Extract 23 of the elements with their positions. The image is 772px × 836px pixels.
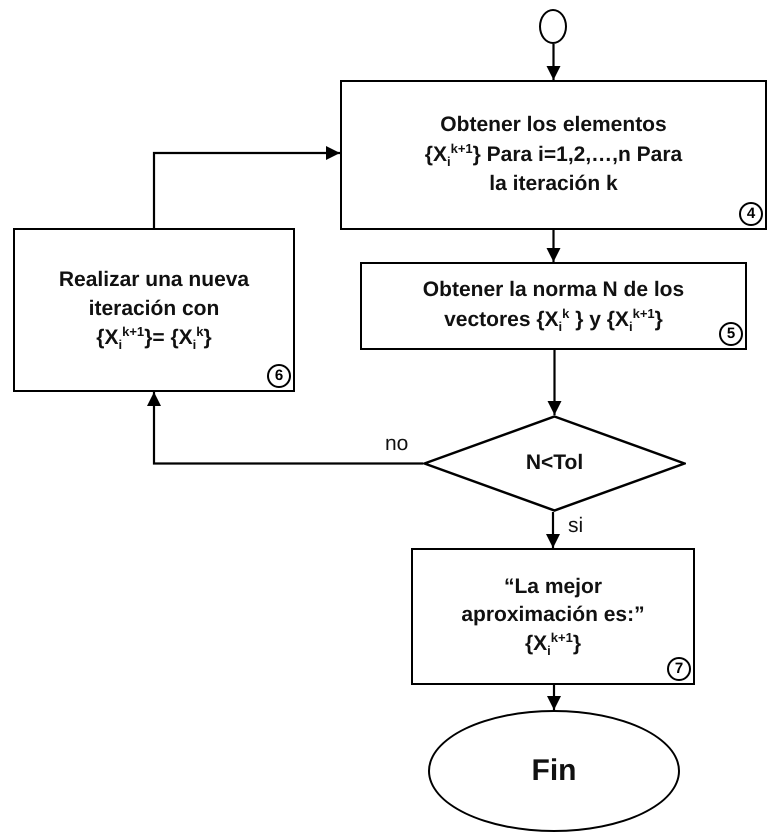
step-text: “La mejor aproximación es:” {X$_{i}$$^{k+1}$} — [460, 574, 646, 660]
arrow — [547, 685, 561, 710]
step-number: 6 — [267, 364, 291, 388]
arrow — [147, 392, 423, 465]
process-box — [411, 548, 695, 685]
step-number: 7 — [667, 657, 691, 681]
process-box — [360, 262, 747, 350]
step-text: Realizar una nueva iteración con {X$_{i}$$^{k+1}$}= {X$_{i}$$^{k}$} — [58, 267, 250, 354]
arrow — [546, 512, 560, 548]
process-box — [13, 228, 295, 392]
step-number: 5 — [719, 322, 743, 346]
arrow — [546, 230, 560, 262]
step-text: Obtener la norma N de los vectores {X$_{i}$$^{k}$ } y {X$_{i}$$^{k+1}$} — [422, 277, 686, 336]
arrow — [546, 44, 560, 80]
arrow — [152, 146, 340, 228]
step-number: 4 — [739, 202, 763, 226]
condition-text: N<Tol — [526, 450, 584, 476]
decision-diamond — [423, 415, 686, 512]
process-box — [340, 80, 767, 230]
arrow — [548, 350, 562, 415]
start-circle — [539, 9, 567, 44]
terminal-label: Fin — [532, 752, 576, 789]
step-text: Obtener los elementos {X$_{i}$$^{k+1}$} Para i=1,2,…,n Para la iteración k — [424, 112, 684, 198]
